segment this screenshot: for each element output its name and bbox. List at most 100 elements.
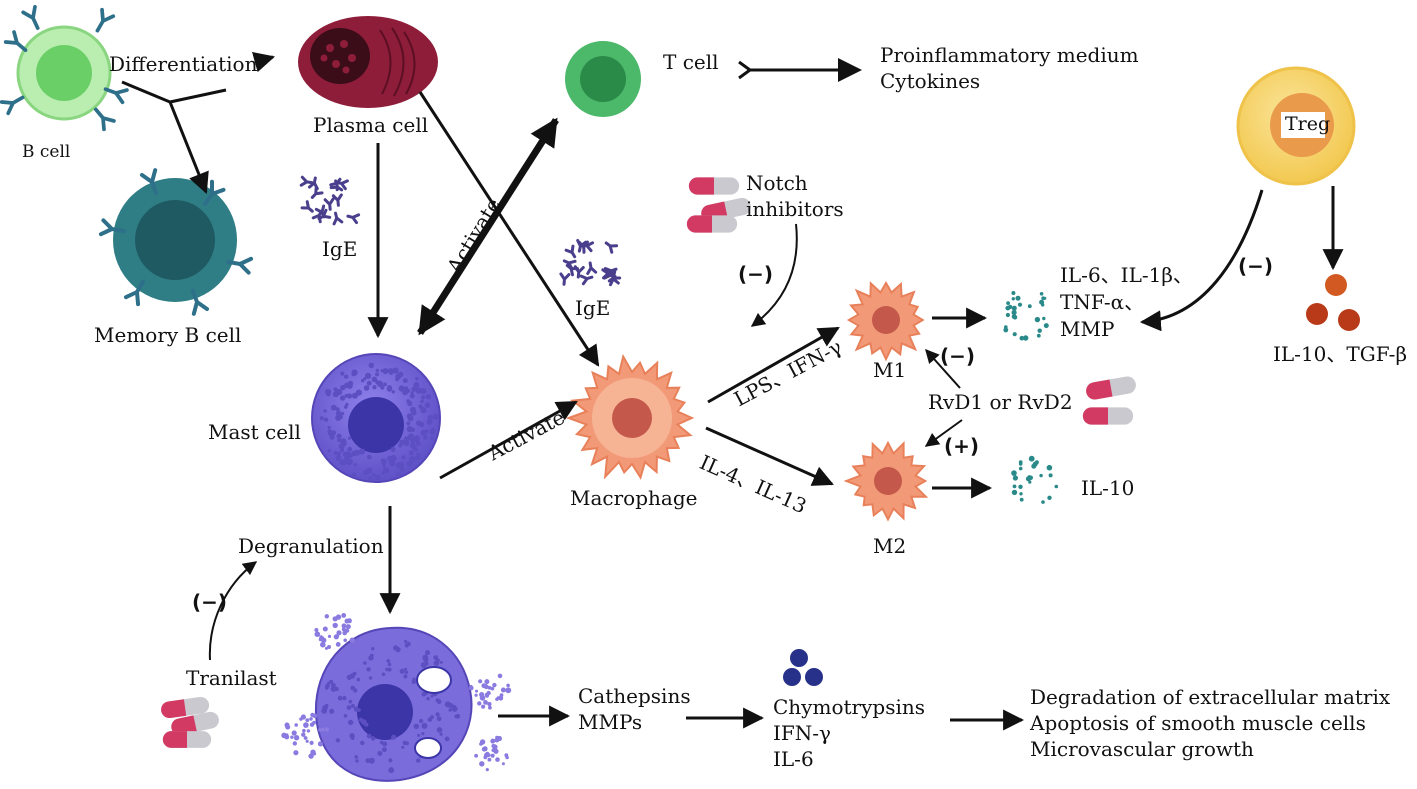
arrow-rvd-to-m1 (925, 348, 961, 389)
granule-dot (363, 661, 367, 665)
cytokine-dot (1011, 305, 1017, 311)
granule-dot (380, 369, 384, 373)
treg-cell-icon (1236, 66, 1356, 186)
released-granule (293, 750, 299, 756)
granule-dot (335, 455, 342, 461)
granule-dot (409, 450, 414, 456)
ige-molecules-right (559, 238, 622, 287)
il10-tgf-molecules (1306, 274, 1360, 331)
granule-dot (343, 405, 348, 409)
arrow-macrophage-to-m2 (705, 426, 834, 486)
released-granule (341, 613, 347, 618)
granule-dot (371, 376, 378, 383)
granule-dot (319, 416, 324, 421)
granule-dot (421, 732, 425, 736)
tranilast-label: Tranilast (186, 666, 277, 690)
released-granule (335, 634, 339, 639)
macrophage-icon (565, 353, 695, 480)
cytokine-dot (1018, 484, 1023, 489)
granule-dot (341, 441, 347, 446)
ige-mark (317, 208, 332, 221)
ige-mark (329, 177, 342, 192)
granule-dot (336, 389, 343, 395)
granule-dot (404, 386, 409, 391)
released-granule (303, 736, 308, 740)
granule-dot (388, 460, 394, 465)
granule-dot (339, 395, 346, 401)
ige-molecules-left (299, 175, 361, 226)
arrow-tranilast-to-degranulation (208, 561, 258, 661)
released-granule (506, 683, 510, 688)
granule-dot (423, 435, 428, 440)
released-granule (479, 739, 486, 745)
released-granule (501, 762, 505, 766)
granule-dot (351, 736, 355, 741)
granule-dot (427, 414, 433, 420)
granule-dot (346, 705, 352, 710)
granule-dot (439, 732, 443, 736)
granule-dot (347, 383, 353, 389)
granule-dot (368, 362, 375, 369)
cytokine-line-2: TNF-α、 (1060, 290, 1145, 314)
released-granule (312, 720, 316, 725)
ige-mark (346, 213, 361, 225)
released-granule (487, 701, 492, 707)
arrow-notch-to-m1 (750, 223, 798, 327)
granule-dot (421, 395, 426, 400)
granule-dot (412, 677, 416, 681)
chymotrypsins-text: Chymotrypsins IFN-γ IL-6 (773, 694, 925, 772)
granule-dot (426, 697, 430, 701)
granule-dot (387, 662, 392, 667)
granule-dot (329, 434, 335, 440)
granule-dot (430, 436, 434, 441)
granule-dot (375, 368, 380, 373)
released-granule (482, 746, 488, 752)
granule-dot (417, 733, 421, 737)
granule-dot (404, 667, 408, 671)
released-granule (317, 741, 324, 747)
cytokine-dot (1041, 296, 1045, 301)
granule-dot (345, 459, 351, 465)
granule-dot (415, 387, 422, 394)
released-granule (320, 641, 326, 648)
ige-mark (299, 175, 314, 187)
released-granule (486, 690, 491, 696)
granule-dot (423, 656, 429, 663)
cytokine-dot (1011, 309, 1017, 316)
granule-dot (392, 367, 399, 374)
ige-mark (608, 272, 620, 287)
cytokine-dot (1004, 325, 1008, 329)
granule-dot (402, 389, 408, 396)
released-granule (505, 687, 512, 694)
granule-dot (335, 738, 341, 743)
granule-dot (361, 719, 367, 725)
arrows (121, 51, 1344, 731)
granule-dot (411, 386, 417, 392)
m2-promotion-sign: (+) (944, 434, 980, 458)
released-granule (500, 687, 506, 693)
released-granule (349, 637, 355, 643)
released-granule (344, 618, 350, 624)
granule-dot (382, 368, 389, 375)
released-granule (314, 631, 321, 637)
granule-dot (362, 377, 367, 381)
granule-dot (346, 393, 353, 399)
released-granule (479, 692, 485, 698)
granule-dot (431, 427, 435, 432)
granule-dot (398, 385, 405, 392)
granule-dot (414, 437, 420, 443)
differentiation-label: Differentiation (109, 52, 258, 76)
granule-dot (402, 378, 408, 384)
granule-dot (337, 695, 343, 701)
granule-dot (435, 712, 440, 717)
granule-dot (393, 645, 399, 651)
granule-dot (416, 758, 421, 763)
granule-dot (406, 421, 411, 426)
granule-dot (406, 413, 413, 419)
released-granule (479, 761, 485, 767)
cytokine-dot (1036, 333, 1041, 338)
released-granule (484, 752, 489, 758)
granule-dot (351, 371, 357, 377)
granule-dot (415, 455, 420, 461)
ige-mark (564, 244, 577, 259)
